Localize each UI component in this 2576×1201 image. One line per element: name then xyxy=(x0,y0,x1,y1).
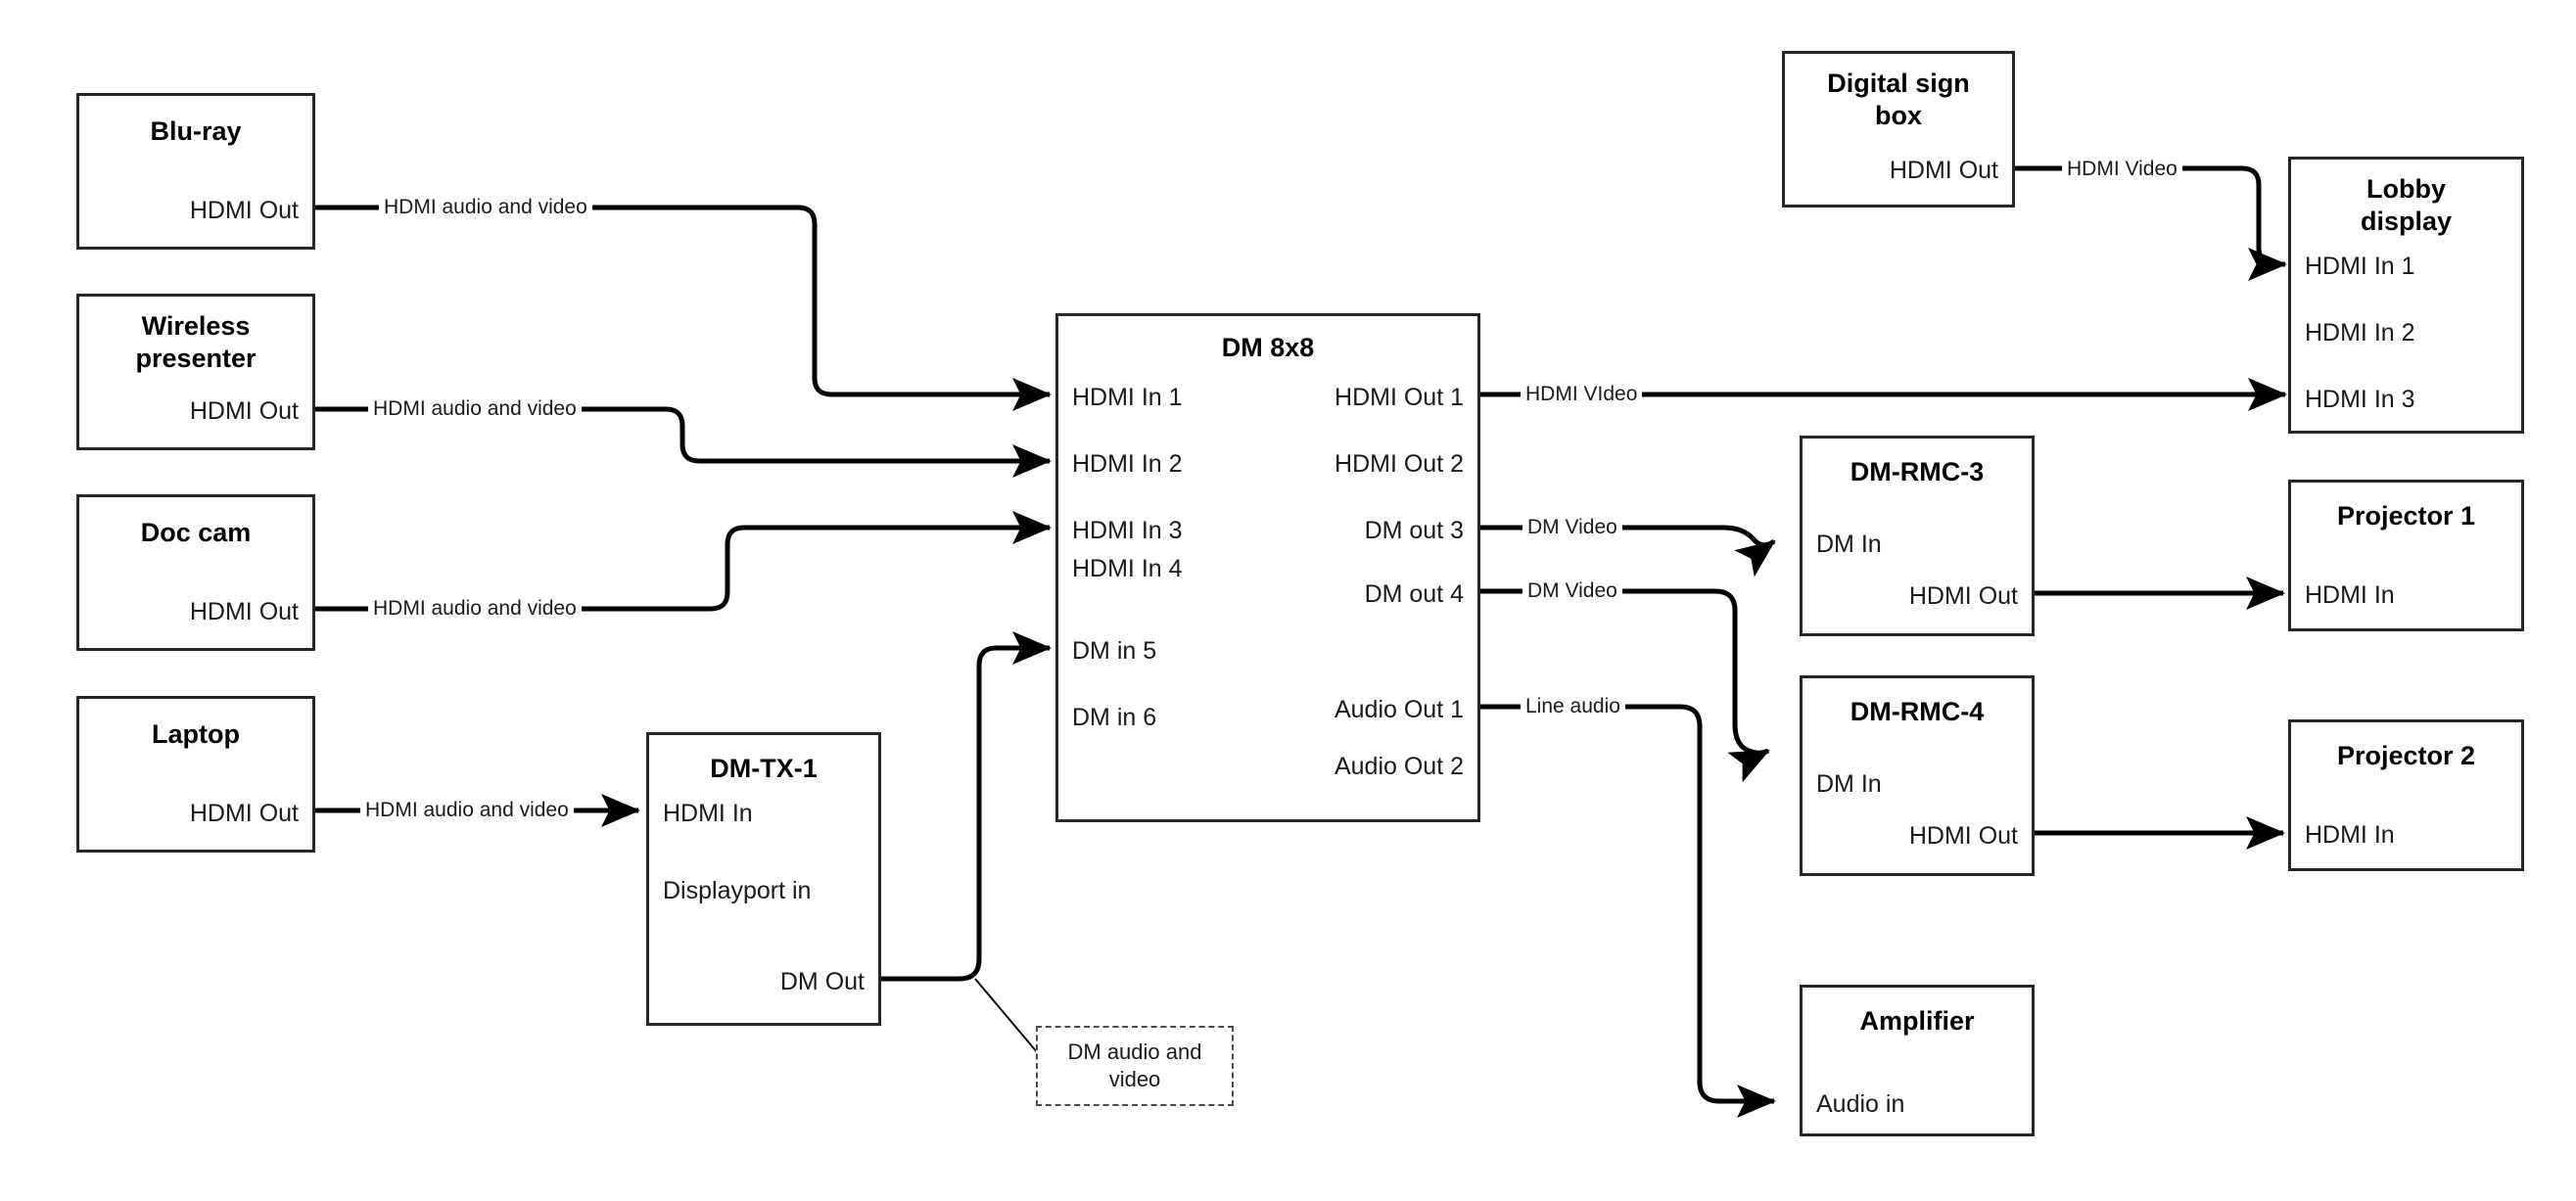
node-laptop[interactable]: Laptop HDMI Out xyxy=(76,696,315,853)
node-projector-2-port-hdmi-in[interactable]: HDMI In xyxy=(2305,821,2395,849)
node-lobby-display[interactable]: Lobby display HDMI In 1 HDMI In 2 HDMI I… xyxy=(2288,157,2524,434)
node-dm-tx-1-title: DM-TX-1 xyxy=(710,754,818,783)
node-wireless-presenter[interactable]: Wireless presenter HDMI Out xyxy=(76,294,315,450)
node-dm-rmc-4[interactable]: DM-RMC-4 DM In HDMI Out xyxy=(1800,675,2035,876)
node-dm-rmc-3[interactable]: DM-RMC-3 DM In HDMI Out xyxy=(1800,436,2035,636)
node-dm-8x8-title: DM 8x8 xyxy=(1221,333,1315,362)
wire-dmtx1-to-dm8x8-in5 xyxy=(881,630,1053,982)
node-dm-8x8-input-dm-in-5[interactable]: DM in 5 xyxy=(1072,637,1157,665)
node-dm-rmc-4-title: DM-RMC-4 xyxy=(1850,697,1985,726)
node-doc-cam-title: Doc cam xyxy=(140,518,252,547)
node-dm-8x8-output-dm-out-4[interactable]: DM out 4 xyxy=(1364,580,1464,608)
node-dm-tx-1[interactable]: DM-TX-1 HDMI In Displayport in DM Out xyxy=(646,732,881,1026)
node-lobby-display-input-hdmi-in-1[interactable]: HDMI In 1 xyxy=(2305,253,2415,280)
node-lobby-display-input-hdmi-in-3[interactable]: HDMI In 3 xyxy=(2305,386,2415,413)
wire-label-signbox-to-lobby-in1: HDMI Video xyxy=(2062,158,2182,181)
node-lobby-display-title-line1: Lobby xyxy=(2366,174,2446,204)
node-digital-sign-box-port-hdmi-out[interactable]: HDMI Out xyxy=(1889,157,1998,184)
node-bluray-port-hdmi-out[interactable]: HDMI Out xyxy=(189,197,299,224)
node-dm-tx-1-port-hdmi-in[interactable]: HDMI In xyxy=(663,800,753,827)
note-dm-audio-and-video-text: DM audio and video xyxy=(1067,1039,1202,1091)
node-dm-8x8-output-audio-out-1[interactable]: Audio Out 1 xyxy=(1334,696,1464,723)
wire-label-doccam-to-in3: HDMI audio and video xyxy=(368,597,582,621)
node-dm-rmc-3-port-dm-in[interactable]: DM In xyxy=(1816,531,1882,558)
node-dm-8x8-input-hdmi-in-2[interactable]: HDMI In 2 xyxy=(1072,450,1183,478)
wire-label-dmout4-to-rmc4: DM Video xyxy=(1522,579,1622,603)
node-projector-1-port-hdmi-in[interactable]: HDMI In xyxy=(2305,581,2395,609)
node-wireless-presenter-title-line1: Wireless xyxy=(141,311,251,341)
node-bluray-title: Blu-ray xyxy=(150,116,242,146)
wire-label-dmout3-to-rmc3: DM Video xyxy=(1522,516,1622,539)
node-dm-rmc-4-port-dm-in[interactable]: DM In xyxy=(1816,770,1882,798)
node-dm-8x8-output-hdmi-out-2[interactable]: HDMI Out 2 xyxy=(1335,450,1464,478)
node-dm-8x8-output-dm-out-3[interactable]: DM out 3 xyxy=(1364,517,1464,544)
node-digital-sign-box-title-line1: Digital sign xyxy=(1827,69,1970,98)
wire-dm8x8-audioout1-to-amplifier xyxy=(1480,704,1777,1118)
node-dm-tx-1-port-dm-out[interactable]: DM Out xyxy=(779,968,865,995)
node-amplifier[interactable]: Amplifier Audio in xyxy=(1800,985,2035,1136)
note-dm-audio-and-video: DM audio and video xyxy=(1036,1026,1234,1106)
node-wireless-presenter-title-line2: presenter xyxy=(135,344,257,373)
node-dm-rmc-3-title: DM-RMC-3 xyxy=(1850,457,1985,486)
node-dm-8x8-input-hdmi-in-3[interactable]: HDMI In 3 xyxy=(1072,517,1183,544)
node-doc-cam[interactable]: Doc cam HDMI Out xyxy=(76,494,315,651)
node-amplifier-title: Amplifier xyxy=(1859,1006,1975,1036)
wire-signbox-to-lobby-in1 xyxy=(2015,165,2288,281)
wire-label-audioout1-to-amplifier: Line audio xyxy=(1521,695,1625,718)
node-projector-2-title: Projector 2 xyxy=(2336,741,2476,770)
node-dm-8x8[interactable]: DM 8x8 HDMI In 1 HDMI In 2 HDMI In 3 HDM… xyxy=(1055,313,1480,822)
node-laptop-port-hdmi-out[interactable]: HDMI Out xyxy=(189,800,299,827)
node-dm-8x8-input-hdmi-in-4[interactable]: HDMI In 4 xyxy=(1072,555,1183,582)
node-digital-sign-box-title-line2: box xyxy=(1874,101,1922,130)
node-lobby-display-input-hdmi-in-2[interactable]: HDMI In 2 xyxy=(2305,319,2415,346)
node-bluray[interactable]: Blu-ray HDMI Out xyxy=(76,93,315,250)
wire-label-bluray-to-in1: HDMI audio and video xyxy=(379,196,592,219)
leader-line-dm-audio-video-note xyxy=(974,978,1039,1054)
node-projector-1[interactable]: Projector 1 HDMI In xyxy=(2288,480,2524,631)
node-dm-8x8-input-hdmi-in-1[interactable]: HDMI In 1 xyxy=(1072,384,1183,411)
node-dm-8x8-input-dm-in-6[interactable]: DM in 6 xyxy=(1072,704,1157,731)
wire-bluray-to-dm8x8-in1 xyxy=(315,205,1053,411)
node-lobby-display-title-line2: display xyxy=(2360,207,2453,236)
node-dm-rmc-4-port-hdmi-out[interactable]: HDMI Out xyxy=(1908,822,2018,850)
node-digital-sign-box[interactable]: Digital sign box HDMI Out xyxy=(1782,51,2015,208)
wire-label-hdmiout1-to-lobby-in3: HDMI VIdeo xyxy=(1521,383,1643,406)
node-dm-8x8-output-audio-out-2[interactable]: Audio Out 2 xyxy=(1334,753,1464,780)
node-dm-tx-1-port-displayport-in[interactable]: Displayport in xyxy=(663,877,812,904)
node-projector-1-title: Projector 1 xyxy=(2336,501,2476,531)
node-dm-8x8-output-hdmi-out-1[interactable]: HDMI Out 1 xyxy=(1335,384,1464,411)
node-projector-2[interactable]: Projector 2 HDMI In xyxy=(2288,719,2524,871)
node-dm-rmc-3-port-hdmi-out[interactable]: HDMI Out xyxy=(1908,582,2018,610)
node-laptop-title: Laptop xyxy=(152,719,240,749)
node-doc-cam-port-hdmi-out[interactable]: HDMI Out xyxy=(189,598,299,625)
wire-dm8x8-dmout4-to-rmc4 xyxy=(1480,588,1770,783)
node-amplifier-port-audio-in[interactable]: Audio in xyxy=(1816,1090,1905,1118)
wire-label-laptop-to-dmtx1: HDMI audio and video xyxy=(360,799,574,822)
wire-label-wireless-to-in2: HDMI audio and video xyxy=(368,397,582,421)
node-wireless-presenter-port-hdmi-out[interactable]: HDMI Out xyxy=(189,397,299,425)
